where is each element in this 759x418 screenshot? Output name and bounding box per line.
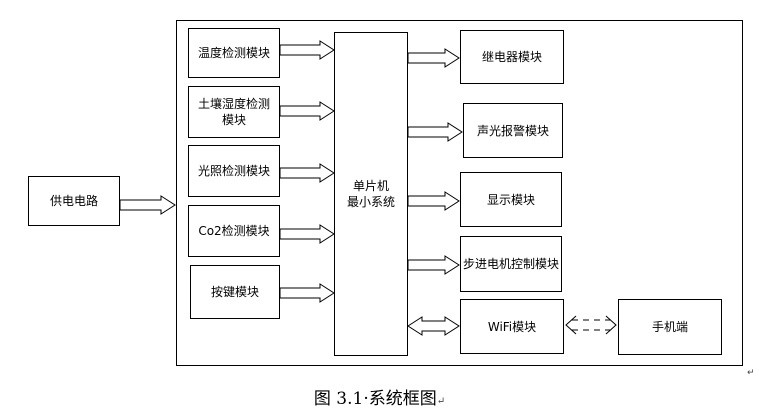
arrow-co2-to-mcu: [279, 224, 335, 244]
caption-paragraph-mark: ↵: [436, 396, 446, 407]
relay-module-box: 继电器模块: [460, 30, 564, 84]
alarm-module-label: 声光报警模块: [476, 123, 549, 138]
phone-label: 手机端: [651, 320, 688, 334]
arrow-mcu-to-alarm: [407, 122, 463, 142]
power-supply-label: 供电电路: [49, 194, 98, 208]
light-module-label: 光照检测模块: [197, 164, 270, 178]
power-supply-box: 供电电路: [28, 176, 120, 226]
mcu-box: 单片机 最小系统: [334, 32, 408, 356]
stepper-motor-module-box: 步进电机控制模块: [460, 236, 562, 292]
temperature-module-box: 温度检测模块: [188, 28, 280, 78]
arrow-light-to-mcu: [279, 163, 335, 183]
figure-caption: 图 3.1·系统框图↵: [0, 384, 759, 409]
arrow-mcu-to-stepper: [407, 255, 460, 275]
arrow-key-to-mcu: [279, 283, 335, 303]
display-module-label: 显示模块: [486, 192, 535, 207]
key-module-box: 按键模块: [190, 265, 280, 319]
wireless-link-head-left: [565, 315, 577, 335]
relay-module-label: 继电器模块: [481, 50, 542, 64]
mcu-label-line1: 单片机: [352, 179, 389, 193]
wifi-module-box: WiFi模块: [460, 299, 564, 354]
mcu-label-line2: 最小系统: [346, 195, 395, 209]
wireless-link: [565, 315, 617, 335]
soil-humidity-module-box: 土壤湿度检测模块: [188, 86, 280, 138]
paragraph-mark-right: ↵: [747, 368, 755, 378]
alarm-module-box: 声光报警模块: [463, 103, 563, 158]
phone-box: 手机端: [618, 299, 722, 355]
stepper-motor-module-label: 步进电机控制模块: [462, 257, 559, 271]
co2-module-label: Co2检测模块: [198, 224, 270, 238]
arrow-temperature-to-mcu: [279, 40, 335, 60]
figure-caption-text: 图 3.1·系统框图: [313, 389, 437, 409]
arrow-mcu-wifi-bidirectional: [407, 316, 460, 336]
key-module-label: 按键模块: [210, 285, 259, 299]
temperature-module-label: 温度检测模块: [197, 46, 270, 60]
arrow-power-to-system: [119, 195, 176, 215]
system-frame: [176, 20, 743, 366]
soil-humidity-module-label: 土壤湿度检测模块: [197, 97, 270, 127]
arrow-mcu-to-display: [407, 191, 460, 211]
wifi-module-label: WiFi模块: [487, 319, 537, 334]
arrow-soil-to-mcu: [279, 101, 335, 121]
arrow-mcu-to-relay: [407, 48, 460, 68]
wireless-link-head-right: [605, 315, 617, 335]
display-module-box: 显示模块: [460, 172, 562, 227]
